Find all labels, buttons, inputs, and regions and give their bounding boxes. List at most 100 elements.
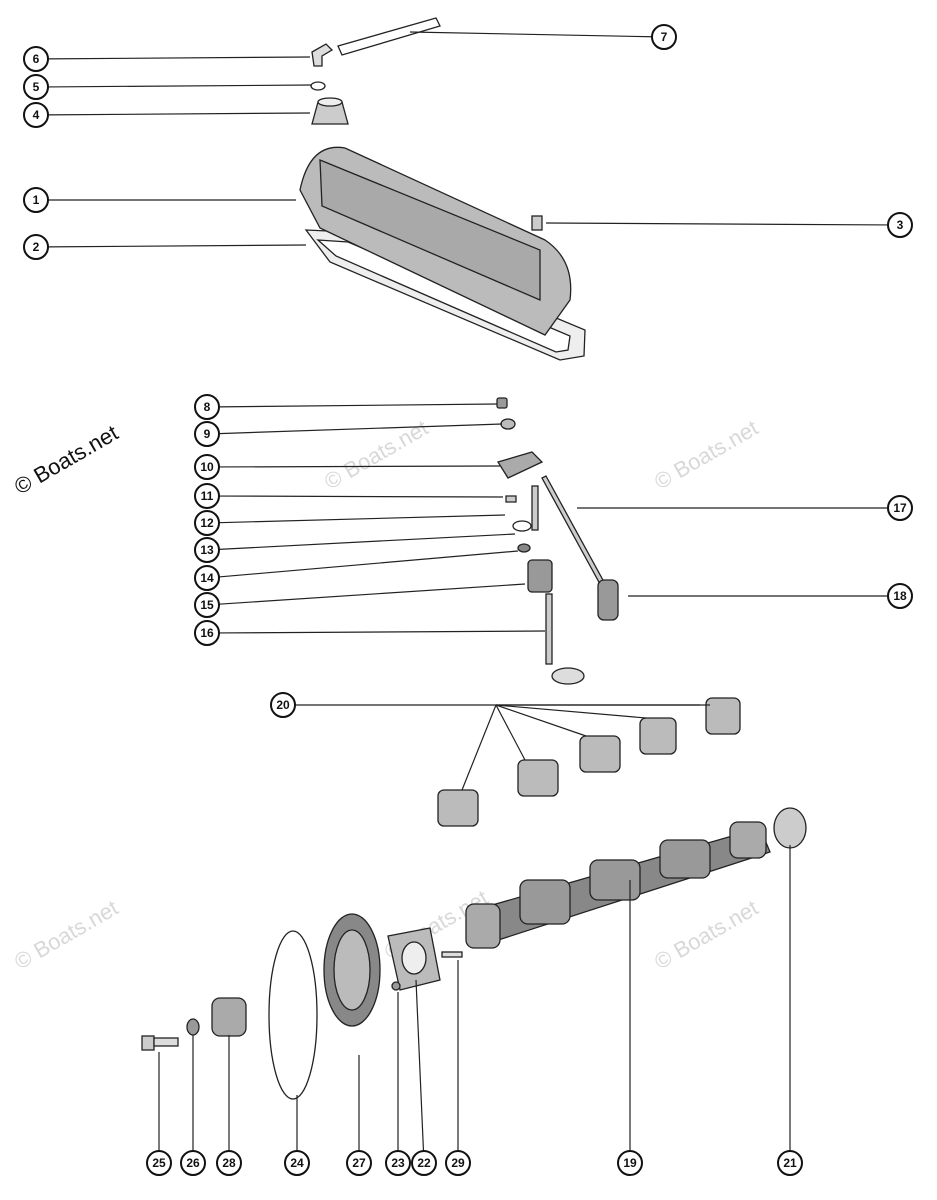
callout-circle [194, 592, 220, 618]
callout-16: 16 [194, 620, 220, 646]
callout-number: 11 [201, 489, 214, 503]
callout-circle [194, 620, 220, 646]
leader-10 [218, 465, 501, 468]
callout-5: 5 [23, 74, 49, 100]
part-valve [545, 593, 585, 685]
watermark-bottom-left: © Boats.net [10, 895, 122, 974]
callout-number: 29 [451, 1156, 465, 1170]
part-ball [500, 418, 516, 430]
leader-20-branch [461, 704, 497, 791]
part-oil-cap [311, 97, 349, 125]
callout-13: 13 [194, 537, 220, 563]
callout-27: 27 [346, 1150, 372, 1176]
callout-number: 25 [152, 1156, 166, 1170]
part-rocker-arm [496, 451, 544, 479]
callout-9: 9 [194, 421, 220, 447]
callout-circle [23, 187, 49, 213]
callout-number: 17 [893, 501, 907, 515]
callout-number: 19 [623, 1156, 637, 1170]
callout-circle [23, 234, 49, 260]
callout-circle [445, 1150, 471, 1176]
callout-29: 29 [445, 1150, 471, 1176]
callout-circle [194, 537, 220, 563]
callout-12: 12 [194, 510, 220, 536]
leader-2 [47, 244, 307, 248]
part-spring [527, 559, 553, 593]
part-valve-cover [299, 146, 572, 336]
callout-2: 2 [23, 234, 49, 260]
callout-circle [194, 510, 220, 536]
callout-number: 6 [33, 52, 40, 66]
leader-8 [218, 403, 498, 408]
part-grommet [310, 81, 326, 91]
callout-number: 7 [661, 30, 668, 44]
part-thrust-plate [387, 927, 441, 991]
callout-circle [194, 565, 220, 591]
leader-16 [218, 630, 546, 634]
callout-circle [617, 1150, 643, 1176]
callout-number: 12 [200, 516, 214, 530]
callout-3: 3 [887, 212, 913, 238]
callout-25: 25 [146, 1150, 172, 1176]
callout-circle [194, 394, 220, 420]
callout-number: 16 [200, 626, 214, 640]
callout-21: 21 [777, 1150, 803, 1176]
part-pcv-valve [531, 215, 543, 231]
leader-4 [47, 112, 311, 116]
callout-15: 15 [194, 592, 220, 618]
callout-17: 17 [887, 495, 913, 521]
callout-circle [23, 46, 49, 72]
callout-4: 4 [23, 102, 49, 128]
part-stud [531, 485, 539, 531]
callout-10: 10 [194, 454, 220, 480]
callout-8: 8 [194, 394, 220, 420]
callout-24: 24 [284, 1150, 310, 1176]
callout-number: 8 [204, 400, 211, 414]
watermark-main: © Boats.net [10, 420, 122, 499]
callout-11: 11 [194, 483, 220, 509]
leader-9 [218, 423, 503, 435]
callout-number: 3 [897, 218, 904, 232]
callout-number: 18 [893, 589, 907, 603]
callout-14: 14 [194, 565, 220, 591]
callout-19: 19 [617, 1150, 643, 1176]
leader-14 [218, 550, 519, 578]
callout-7: 7 [651, 24, 677, 50]
part-screw [391, 981, 401, 991]
part-seal [517, 543, 531, 553]
callout-circle [411, 1150, 437, 1176]
leader-7 [409, 31, 653, 38]
leader-3 [545, 222, 889, 226]
leader-6 [47, 56, 311, 60]
callout-number: 26 [186, 1156, 200, 1170]
callout-number: 5 [33, 80, 40, 94]
callout-circle [887, 495, 913, 521]
callout-circle [180, 1150, 206, 1176]
callout-circle [346, 1150, 372, 1176]
callout-18: 18 [887, 583, 913, 609]
callout-number: 1 [33, 193, 40, 207]
callout-number: 2 [33, 240, 40, 254]
callout-6: 6 [23, 46, 49, 72]
leader-20-branch [495, 704, 587, 737]
part-spacer [211, 997, 247, 1037]
callout-number: 22 [417, 1156, 431, 1170]
callout-circle [216, 1150, 242, 1176]
callout-26: 26 [180, 1150, 206, 1176]
callout-number: 23 [391, 1156, 405, 1170]
part-lifter [597, 579, 619, 621]
callout-number: 24 [290, 1156, 304, 1170]
callout-circle [887, 212, 913, 238]
callout-circle [194, 483, 220, 509]
part-rocker-nut [496, 397, 508, 409]
leader-13 [218, 533, 516, 550]
callout-number: 4 [33, 108, 40, 122]
callout-circle [270, 692, 296, 718]
part-plug [773, 807, 807, 849]
part-elbow-fitting [311, 43, 334, 67]
leader-20-branch [495, 704, 647, 719]
callout-circle [385, 1150, 411, 1176]
leader-lines [47, 31, 889, 1152]
part-breather-hose [337, 17, 441, 56]
